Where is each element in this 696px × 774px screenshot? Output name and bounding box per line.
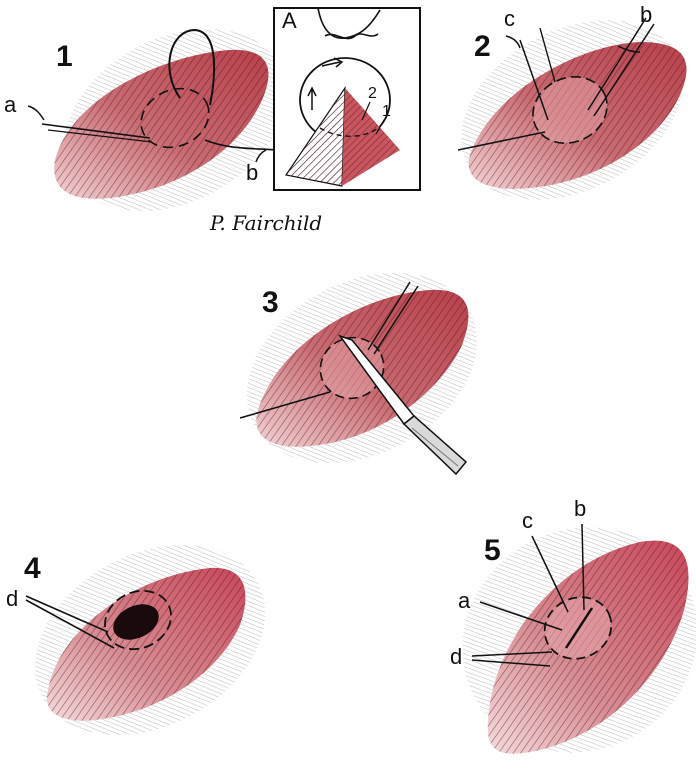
inset-label-1: 1 — [382, 103, 391, 120]
step-2-number: 2 — [474, 30, 491, 63]
arrow-a-panel-1 — [28, 106, 44, 120]
label-c-panel-2: c — [504, 6, 515, 31]
label-b-panel-5: b — [574, 496, 586, 521]
label-c-panel-5: c — [522, 508, 533, 533]
inset-a: A 2 1 — [274, 8, 420, 190]
inset-a-title: A — [282, 8, 297, 33]
panel-4: 4 d — [2, 507, 298, 773]
label-a-panel-5: a — [458, 588, 471, 613]
arrow-c-panel-2 — [506, 36, 520, 48]
label-d-panel-5: d — [450, 644, 462, 669]
label-b-panel-1: b — [246, 160, 258, 185]
panel-5: 5 c b a d — [421, 485, 696, 774]
step-3-number: 3 — [262, 286, 279, 319]
panel-3: 3 — [214, 235, 510, 501]
panel-2: 2 c b — [430, 0, 696, 236]
label-b-panel-2: b — [640, 2, 652, 27]
artist-signature: P. Fairchild — [209, 211, 322, 235]
step-1-number: 1 — [56, 40, 73, 73]
step-5-number: 5 — [484, 534, 501, 567]
label-d-panel-4: d — [6, 586, 18, 611]
step-4-number: 4 — [24, 552, 41, 585]
inset-label-2: 2 — [368, 85, 377, 102]
label-a-panel-1: a — [4, 92, 17, 117]
